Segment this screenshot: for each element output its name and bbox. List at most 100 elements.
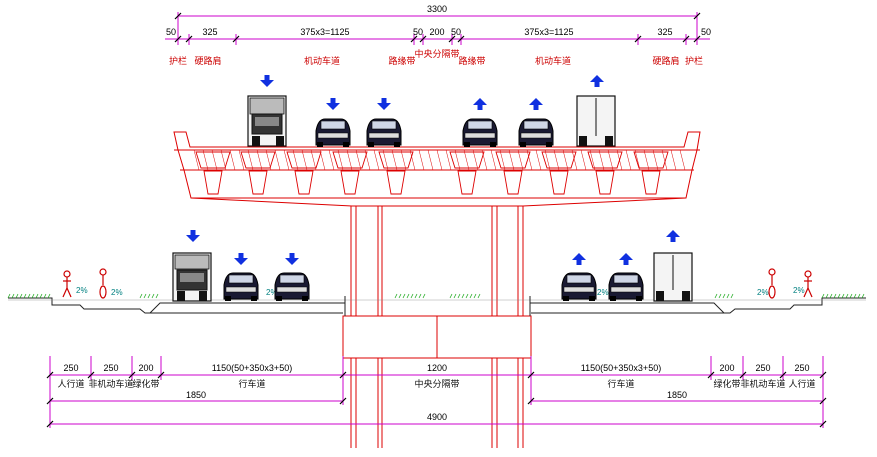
deck-hatch-line: [256, 149, 263, 171]
car-wheel: [490, 142, 496, 147]
deck-hatch-line: [418, 149, 425, 171]
car-windshield: [279, 274, 305, 284]
deck-hatch-line: [571, 149, 578, 171]
arrow-shaft: [238, 253, 244, 258]
bottom-dim-1: 250: [63, 363, 78, 373]
grass-tuft: [155, 293, 159, 299]
car-bumper: [225, 286, 257, 293]
deck-hatch-line: [265, 149, 272, 171]
label-hard-shoulder-left: 硬路肩: [194, 55, 221, 66]
top-dim-5: 200: [429, 27, 444, 37]
deck-cell: [240, 151, 276, 169]
grass-tuft: [422, 293, 426, 299]
top-dim-3: 375x3=1125: [300, 27, 349, 37]
grass-tuft: [857, 293, 861, 299]
deck-hatch-line: [391, 149, 398, 171]
label-sidewalk-right: 人行道: [788, 378, 815, 389]
deck-hatch-line: [544, 149, 551, 171]
grass-tuft: [469, 293, 473, 299]
deck-hatch-line: [274, 149, 281, 171]
cars-group: [223, 118, 644, 301]
arrow-head: [473, 98, 487, 105]
arrow-shaft: [381, 98, 387, 103]
arrow-head: [260, 80, 274, 87]
bridge-piers: [350, 206, 524, 448]
top-dimension-lines: [165, 12, 710, 45]
grass-tuft: [43, 293, 47, 299]
arrow-up-icon: [572, 253, 586, 265]
deck-hatch-line: [319, 149, 326, 171]
deck-hatch-line: [310, 149, 317, 171]
car-windshield: [613, 274, 639, 284]
top-dim-2: 325: [202, 27, 217, 37]
truck-ground-right: [653, 252, 693, 302]
grass-tuft: [453, 293, 457, 299]
deck-hatch-line: [472, 149, 479, 171]
deck-web-cell: [641, 170, 661, 195]
slope-left-2: 2%: [111, 288, 123, 297]
arrow-shaft: [289, 253, 295, 258]
bottom-dim-7: 200: [719, 363, 734, 373]
slope-right-3: 2%: [793, 286, 805, 295]
car: [223, 272, 259, 301]
bottom-sub-left: 1850: [186, 390, 206, 400]
arrow-shaft: [264, 75, 270, 80]
car-wheel: [520, 142, 526, 147]
label-motorway-left: 机动车道: [304, 55, 340, 66]
grass-tuft: [461, 293, 465, 299]
deck-cell: [633, 151, 669, 169]
arrow-shaft: [576, 260, 582, 265]
deck-hatching: [193, 149, 686, 171]
grass-tuft: [15, 293, 19, 299]
deck-cell: [332, 151, 368, 169]
top-dim-9: 50: [701, 27, 711, 37]
grass-tuft: [714, 293, 718, 299]
grass-tuft: [47, 293, 51, 299]
deck-hatch-line: [508, 149, 515, 171]
arrow-up-icon: [619, 253, 633, 265]
arrow-down-icon: [186, 230, 200, 242]
car-wheel: [225, 296, 231, 301]
deck-web-cell: [549, 170, 569, 195]
car-wheel: [563, 296, 569, 301]
deck-hatch-line: [400, 149, 407, 171]
bottom-dimension-lines: [49, 356, 824, 428]
grass-tuft: [465, 293, 469, 299]
cyclist-left: [99, 268, 107, 299]
grass-tuft: [414, 293, 418, 299]
deck-web-cell: [248, 170, 268, 195]
car-windshield: [467, 120, 493, 130]
arrow-up-icon: [666, 230, 680, 242]
deck-hatch-line: [364, 149, 371, 171]
car-wheel: [394, 142, 400, 147]
deck-hatch-line: [661, 149, 668, 171]
car: [462, 118, 498, 147]
car-bumper: [464, 132, 496, 139]
grass-tuft: [143, 293, 147, 299]
deck-hatch-line: [292, 149, 299, 171]
top-dimension-ticks: [174, 12, 701, 43]
grass-tuft: [861, 293, 865, 299]
arrow-shaft: [533, 105, 539, 110]
grass-tuft: [449, 293, 453, 299]
deck-hatch-line: [409, 149, 416, 171]
car-wheel: [368, 142, 374, 147]
car: [315, 118, 351, 147]
truck-top-left: [247, 95, 287, 147]
deck-hatch-line: [643, 149, 650, 171]
label-marginal-strip-left: 路缘带: [388, 55, 415, 66]
bottom-dim-4: 1150(50+350x3+50): [212, 363, 292, 373]
label-guardrail-left: 护栏: [169, 55, 187, 66]
deck-cell: [195, 151, 231, 169]
arrow-head: [285, 258, 299, 265]
label-carriageway-right: 行车道: [607, 378, 634, 389]
bottom-dim-6: 1150(50+350x3+50): [581, 363, 661, 373]
grass-tuft: [829, 293, 833, 299]
grass-tuft: [402, 293, 406, 299]
deck-cell: [449, 151, 485, 169]
deck-hatch-line: [670, 149, 677, 171]
grass-tuft: [23, 293, 27, 299]
deck-web-cell: [386, 170, 406, 195]
label-bike-lane-left: 非机动车道: [88, 378, 133, 389]
arrow-down-icon: [234, 253, 248, 265]
